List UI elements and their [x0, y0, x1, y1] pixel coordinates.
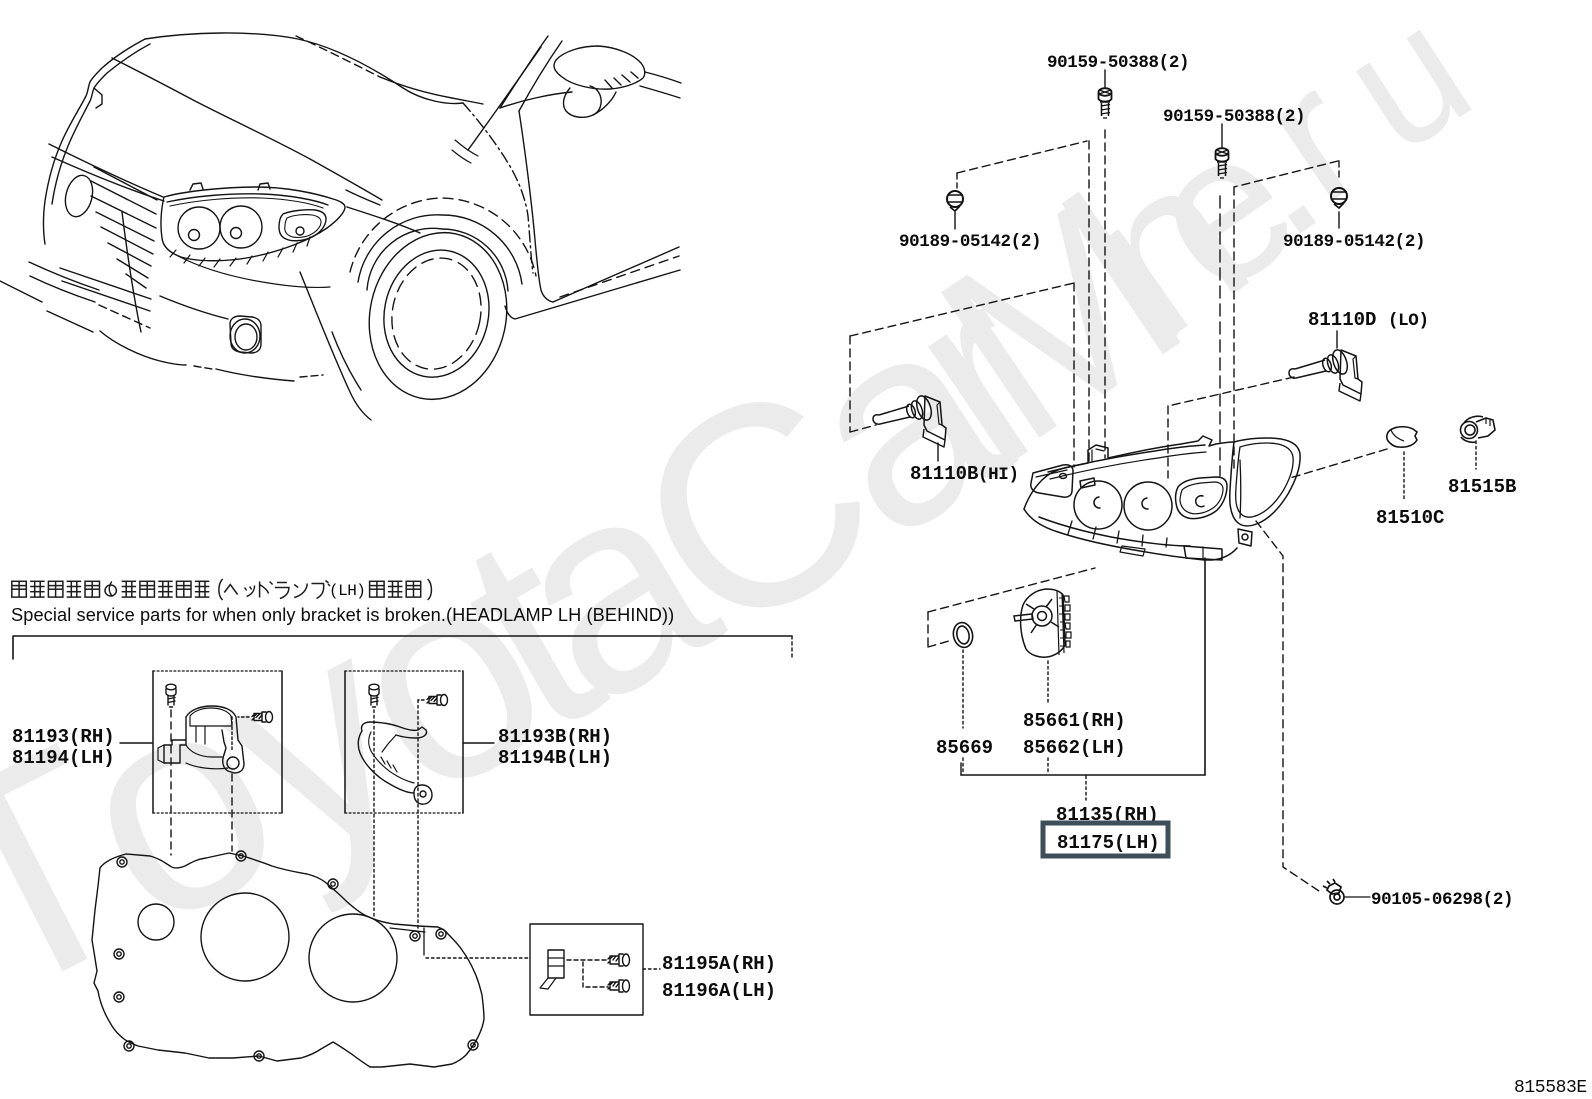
svg-text:85661(RH): 85661(RH): [1023, 710, 1126, 732]
svg-text:90159-50388(2): 90159-50388(2): [1163, 107, 1305, 127]
svg-text:90105-06298(2): 90105-06298(2): [1371, 890, 1513, 910]
svg-text:81515B: 81515B: [1448, 476, 1516, 498]
svg-text:81196A(LH): 81196A(LH): [662, 980, 776, 1002]
svg-text:81510C: 81510C: [1376, 507, 1444, 529]
svg-text:90189-05142(2): 90189-05142(2): [899, 232, 1041, 252]
svg-text:815583E: 815583E: [1514, 1078, 1587, 1098]
svg-text:90189-05142(2): 90189-05142(2): [1283, 232, 1425, 252]
svg-text:81175(LH): 81175(LH): [1057, 832, 1160, 854]
svg-text:81194B(LH): 81194B(LH): [498, 747, 612, 769]
svg-text:81193B(RH): 81193B(RH): [498, 726, 612, 748]
svg-text:Special service parts for when: Special service parts for when only brac…: [11, 605, 674, 625]
svg-text:81194(LH): 81194(LH): [12, 747, 115, 769]
svg-text:90159-50388(2): 90159-50388(2): [1047, 53, 1189, 73]
svg-text:81195A(RH): 81195A(RH): [662, 953, 776, 975]
svg-text:(LH): (LH): [329, 582, 365, 600]
svg-text:81110D: 81110D: [1308, 309, 1376, 331]
svg-text:85662(LH): 85662(LH): [1023, 737, 1126, 759]
svg-text:81193(RH): 81193(RH): [12, 726, 115, 748]
svg-text:(LO): (LO): [1388, 311, 1429, 331]
svg-text:81110B: 81110B: [910, 463, 978, 485]
svg-text:(HI): (HI): [978, 465, 1019, 485]
svg-text:85669: 85669: [936, 737, 993, 759]
